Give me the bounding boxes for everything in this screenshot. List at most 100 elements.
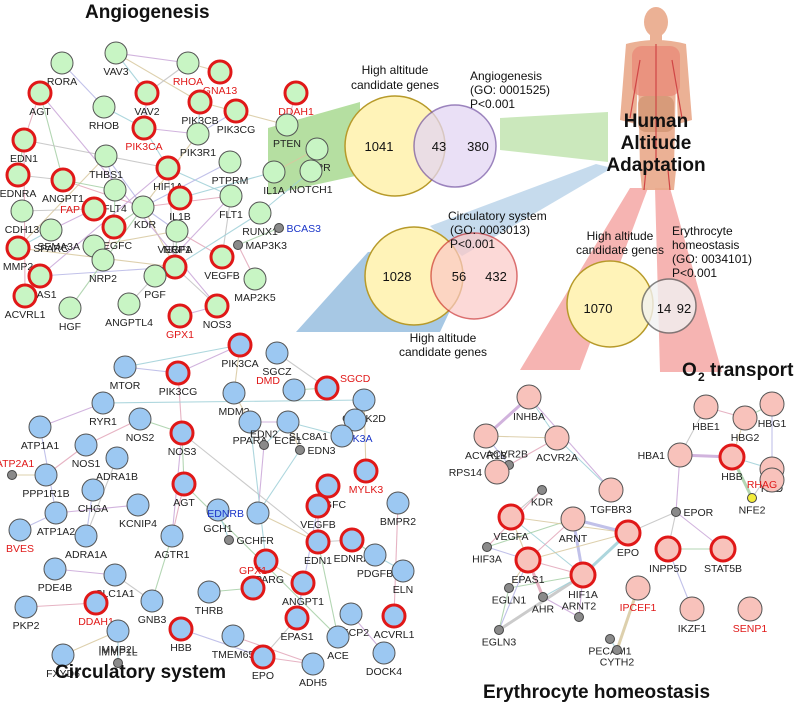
angiogenesis-node-circle-vegfc [101, 214, 127, 240]
angiogenesis-node-circle-flt4 [103, 178, 127, 202]
circulatory-node-bves: BVES [6, 518, 34, 555]
circulatory-node-label-atp1a1: ATP1A1 [21, 440, 59, 452]
angiogenesis-node-circle-epas1 [27, 263, 53, 289]
angiogenesis-node-flt4: FLT4 [103, 178, 127, 215]
circulatory-node-circle-immp2l [106, 619, 130, 643]
circulatory-node-label-edn3: EDN3 [308, 445, 336, 457]
circulatory-node-gchfr: GCHFR [224, 535, 274, 547]
venn-angiogenesis: High altitude candidate genes Angiogenes… [344, 63, 550, 197]
angiogenesis-node-label-sparc: SPARC [33, 243, 69, 255]
circulatory-node-ryr1: RYR1 [89, 391, 117, 428]
angiogenesis-node-cdh13: CDH13 [5, 199, 39, 236]
angiogenesis-node-circle-gna13 [207, 59, 233, 85]
erythrocyte-node-cyth2: CYTH2 [600, 645, 634, 669]
erythrocyte-node-circle-vegfa [497, 503, 525, 531]
erythrocyte-node-tgfbr3: TGFBR3 [590, 477, 632, 516]
circulatory-node-label-nos2: NOS2 [126, 432, 155, 444]
erythrocyte-node-label-hif1a: HIF1A [568, 589, 598, 601]
circulatory-node-label-ednra: EDNRA [334, 553, 371, 565]
circulatory-node-label-ace: ACE [327, 650, 349, 662]
angiogenesis-node-circle-kdr [131, 195, 155, 219]
circulatory-node-kcnip4: KCNIP4 [119, 493, 157, 530]
angiogenesis-node-label-rora: RORA [47, 76, 77, 88]
circulatory-node-immp1l: IMMP1L [98, 647, 138, 668]
angiogenesis-node-nos3: NOS3 [203, 293, 231, 331]
erythrocyte-node-inhba: INHBA [513, 384, 545, 423]
angiogenesis-node-circle-vav2 [134, 80, 160, 106]
angiogenesis-title: Angiogenesis [85, 2, 210, 23]
venn1-left-label-b: candidate genes [351, 78, 439, 92]
angiogenesis-node-label-pten: PTEN [273, 138, 301, 150]
angiogenesis-edge-mmp2-thbs1 [17, 155, 107, 249]
circulatory-node-circle-nos2 [128, 407, 152, 431]
circulatory-node-circle-pik3ca [227, 332, 253, 358]
angiogenesis-node-circle-vav3 [104, 41, 128, 65]
angiogenesis-node-map3k3: MAP3K3 [233, 240, 287, 252]
venn2-left-label-a: High altitude [410, 331, 477, 345]
erythrocyte-node-circle-cyth2 [612, 645, 622, 655]
circulatory-node-label-ppara: PPARA [233, 435, 268, 447]
erythrocyte-node-label-epas1: EPAS1 [511, 574, 544, 586]
circulatory-node-circle-nos3 [169, 420, 195, 446]
angiogenesis-node-vav2: VAV2 [134, 80, 160, 118]
circulatory-node-pde4b: PDE4B [38, 557, 72, 594]
circulatory-node-circle-ednrb [246, 501, 270, 525]
angiogenesis-node-circle-runx1 [248, 201, 272, 225]
circulatory-node-circle-ace [326, 625, 350, 649]
human-body-figure [620, 7, 692, 191]
erythrocyte-node-kdr: KDR [531, 485, 554, 509]
circulatory-node-label-ednrb: EDNRB [207, 508, 244, 520]
erythrocyte-node-acvr1b: ACVR1B [465, 423, 507, 462]
angiogenesis-node-pten: PTEN [273, 113, 301, 150]
circulatory-node-circle-thrb [197, 580, 221, 604]
angiogenesis-node-label-pgf: PGF [144, 289, 166, 301]
circulatory-node-label-slc8a1: SLC8A1 [289, 431, 328, 443]
angiogenesis-node-circle-sparc [39, 218, 63, 242]
angiogenesis-edge-il1b-il1a [179, 171, 275, 199]
circulatory-node-label-kcnip4: KCNIP4 [119, 518, 157, 530]
circulatory-node-label-pdgfb: PDGFB [357, 568, 393, 580]
angiogenesis-node-circle-flt1 [219, 184, 243, 208]
circulatory-node-circle-ryr1 [91, 391, 115, 415]
erythrocyte-node-nfe2: NFE2 [739, 493, 766, 517]
angiogenesis-node-gpx1: GPX1 [166, 303, 194, 341]
angiogenesis-node-label-sema3a: SEMA3A [37, 241, 80, 253]
angiogenesis-node-sparc: SPARC [33, 218, 69, 255]
circulatory-node-label-angpt1: ANGPT1 [282, 596, 324, 608]
erythrocyte-node-circle-hif1a [569, 561, 597, 589]
erythrocyte-node-label-egln3: EGLN3 [482, 637, 517, 649]
angiogenesis-node-circle-ednra [5, 162, 31, 188]
erythrocyte-node-circle-kdr [537, 485, 547, 495]
circulatory-node-label-pik3cg: PIK3CG [159, 386, 198, 398]
angiogenesis-node-rhob: RHOB [89, 95, 119, 132]
erythrocyte-node-circle-ikzf1 [679, 596, 705, 622]
circulatory-node-circle-ppp1r1b [34, 463, 58, 487]
erythrocyte-node-label-epo: EPO [617, 547, 639, 559]
circulatory-node-circle-adh5 [301, 652, 325, 676]
angiogenesis-node-circle-ptprm [218, 150, 242, 174]
circulatory-node-circle-gpx1 [240, 575, 266, 601]
venn3-overlap: 14 [657, 301, 671, 316]
circulatory-node-circle-epo [250, 644, 276, 670]
angiogenesis-node-circle-rhoa [176, 51, 200, 75]
angiogenesis-node-vegfa: VEGFA [157, 244, 193, 280]
angiogenesis-node-circle-thbs1 [94, 144, 118, 168]
angiogenesis-node-circle-map2k5 [243, 267, 267, 291]
angiogenesis-node-circle-il1a [262, 160, 286, 184]
erythrocyte-node-circle-inpp5d [654, 535, 682, 563]
erythrocyte-node-label-kdr: KDR [531, 497, 554, 509]
circulatory-node-circle-sgcz [265, 341, 289, 365]
erythrocyte-node-label-hbe1: HBE1 [692, 421, 720, 433]
circulatory-node-circle-mecp2 [339, 602, 363, 626]
angiogenesis-node-flt1: FLT1 [219, 184, 243, 221]
erythrocyte-node-hba1: HBA1 [638, 442, 693, 468]
erythrocyte-edge-vegfa-hif1a [510, 516, 584, 576]
circulatory-node-label-eln: ELN [393, 584, 413, 596]
venn3-pvalue: P<0.001 [672, 266, 717, 280]
angiogenesis-node-label-pik3r1: PIK3R1 [180, 147, 216, 159]
erythrocyte-node-label-ahr: AHR [532, 604, 555, 616]
circulatory-node-ace: ACE [326, 625, 350, 662]
circulatory-node-epas1: EPAS1 [280, 605, 314, 643]
erythrocyte-node-label-vegfa: VEGFA [493, 531, 528, 543]
circulatory-node-label-hbb: HBB [170, 642, 192, 654]
